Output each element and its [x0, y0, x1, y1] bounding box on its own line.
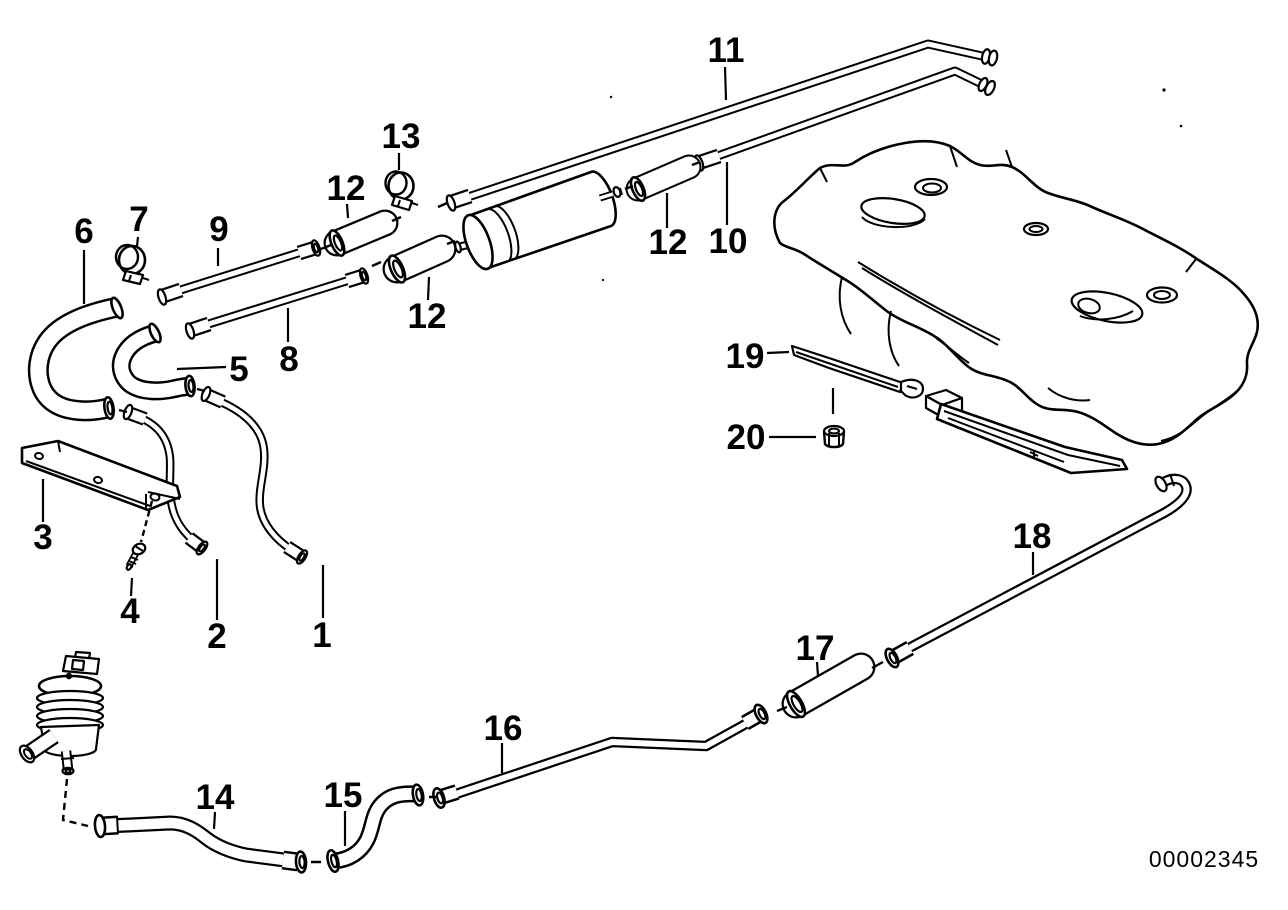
hose-clamp-7 [114, 243, 150, 286]
bracket-3 [20, 439, 182, 512]
hose-6 [27, 296, 124, 422]
callout-9: 9 [209, 210, 228, 249]
hose-5 [111, 322, 196, 401]
callout-15: 15 [324, 776, 363, 815]
callout-11: 11 [708, 31, 745, 70]
fuel-tank [773, 140, 1260, 446]
nut-20 [822, 424, 846, 449]
screw-4 [125, 542, 147, 571]
callout-17: 17 [796, 629, 835, 668]
assembly-dashes [61, 160, 884, 864]
pipe-10-end-cap [984, 79, 996, 97]
pipe-18-end-cap [1154, 475, 1168, 493]
pipe-16 [432, 703, 769, 809]
tank-strap-19 [790, 344, 1129, 475]
filter-left-cap [462, 213, 494, 271]
callout-5: 5 [229, 350, 248, 389]
callout-10: 10 [709, 222, 748, 261]
callout-14: 14 [196, 778, 235, 817]
callout-6: 6 [74, 212, 93, 251]
fuel-tank-outline [773, 140, 1260, 446]
pipe-9 [156, 239, 322, 306]
pipe-8 [184, 267, 370, 340]
sleeve-12-upper-left [323, 209, 399, 257]
pipe-11 [445, 39, 999, 212]
sleeve-17 [781, 652, 876, 719]
drawing-number: 00002345 [1149, 846, 1259, 872]
hose-15 [326, 783, 425, 874]
callout-7: 7 [129, 200, 148, 239]
callout-13: 13 [382, 117, 421, 156]
vent-valve [18, 650, 105, 776]
callout-1: 1 [312, 616, 331, 655]
callout-2: 2 [207, 617, 226, 656]
hose-clamp-13 [384, 170, 419, 212]
tube-1 [200, 385, 309, 565]
callout-19: 19 [726, 337, 765, 376]
callout-16: 16 [484, 709, 523, 748]
callout-3: 3 [33, 518, 52, 557]
callout-12-center: 12 [408, 297, 447, 336]
callout-12-upper-left: 12 [327, 169, 366, 208]
callout-8: 8 [279, 340, 298, 379]
sleeve-12-center [382, 234, 457, 284]
callout-4: 4 [120, 592, 140, 631]
callout-20: 20 [727, 418, 766, 457]
callout-18: 18 [1013, 517, 1052, 556]
callout-leaders [41, 66, 1035, 846]
callout-12-right: 12 [649, 223, 688, 262]
pipe-18 [884, 473, 1192, 669]
callout-labels: 1 2 3 4 5 6 7 8 9 10 11 12 12 12 13 14 1… [33, 31, 1051, 817]
pipe-10 [693, 66, 996, 172]
hose-14 [93, 813, 308, 874]
sleeve-12-right [625, 154, 702, 203]
tank-sender-opening [860, 197, 926, 225]
scan-specks [601, 88, 1183, 282]
fuel-filter [454, 170, 623, 271]
